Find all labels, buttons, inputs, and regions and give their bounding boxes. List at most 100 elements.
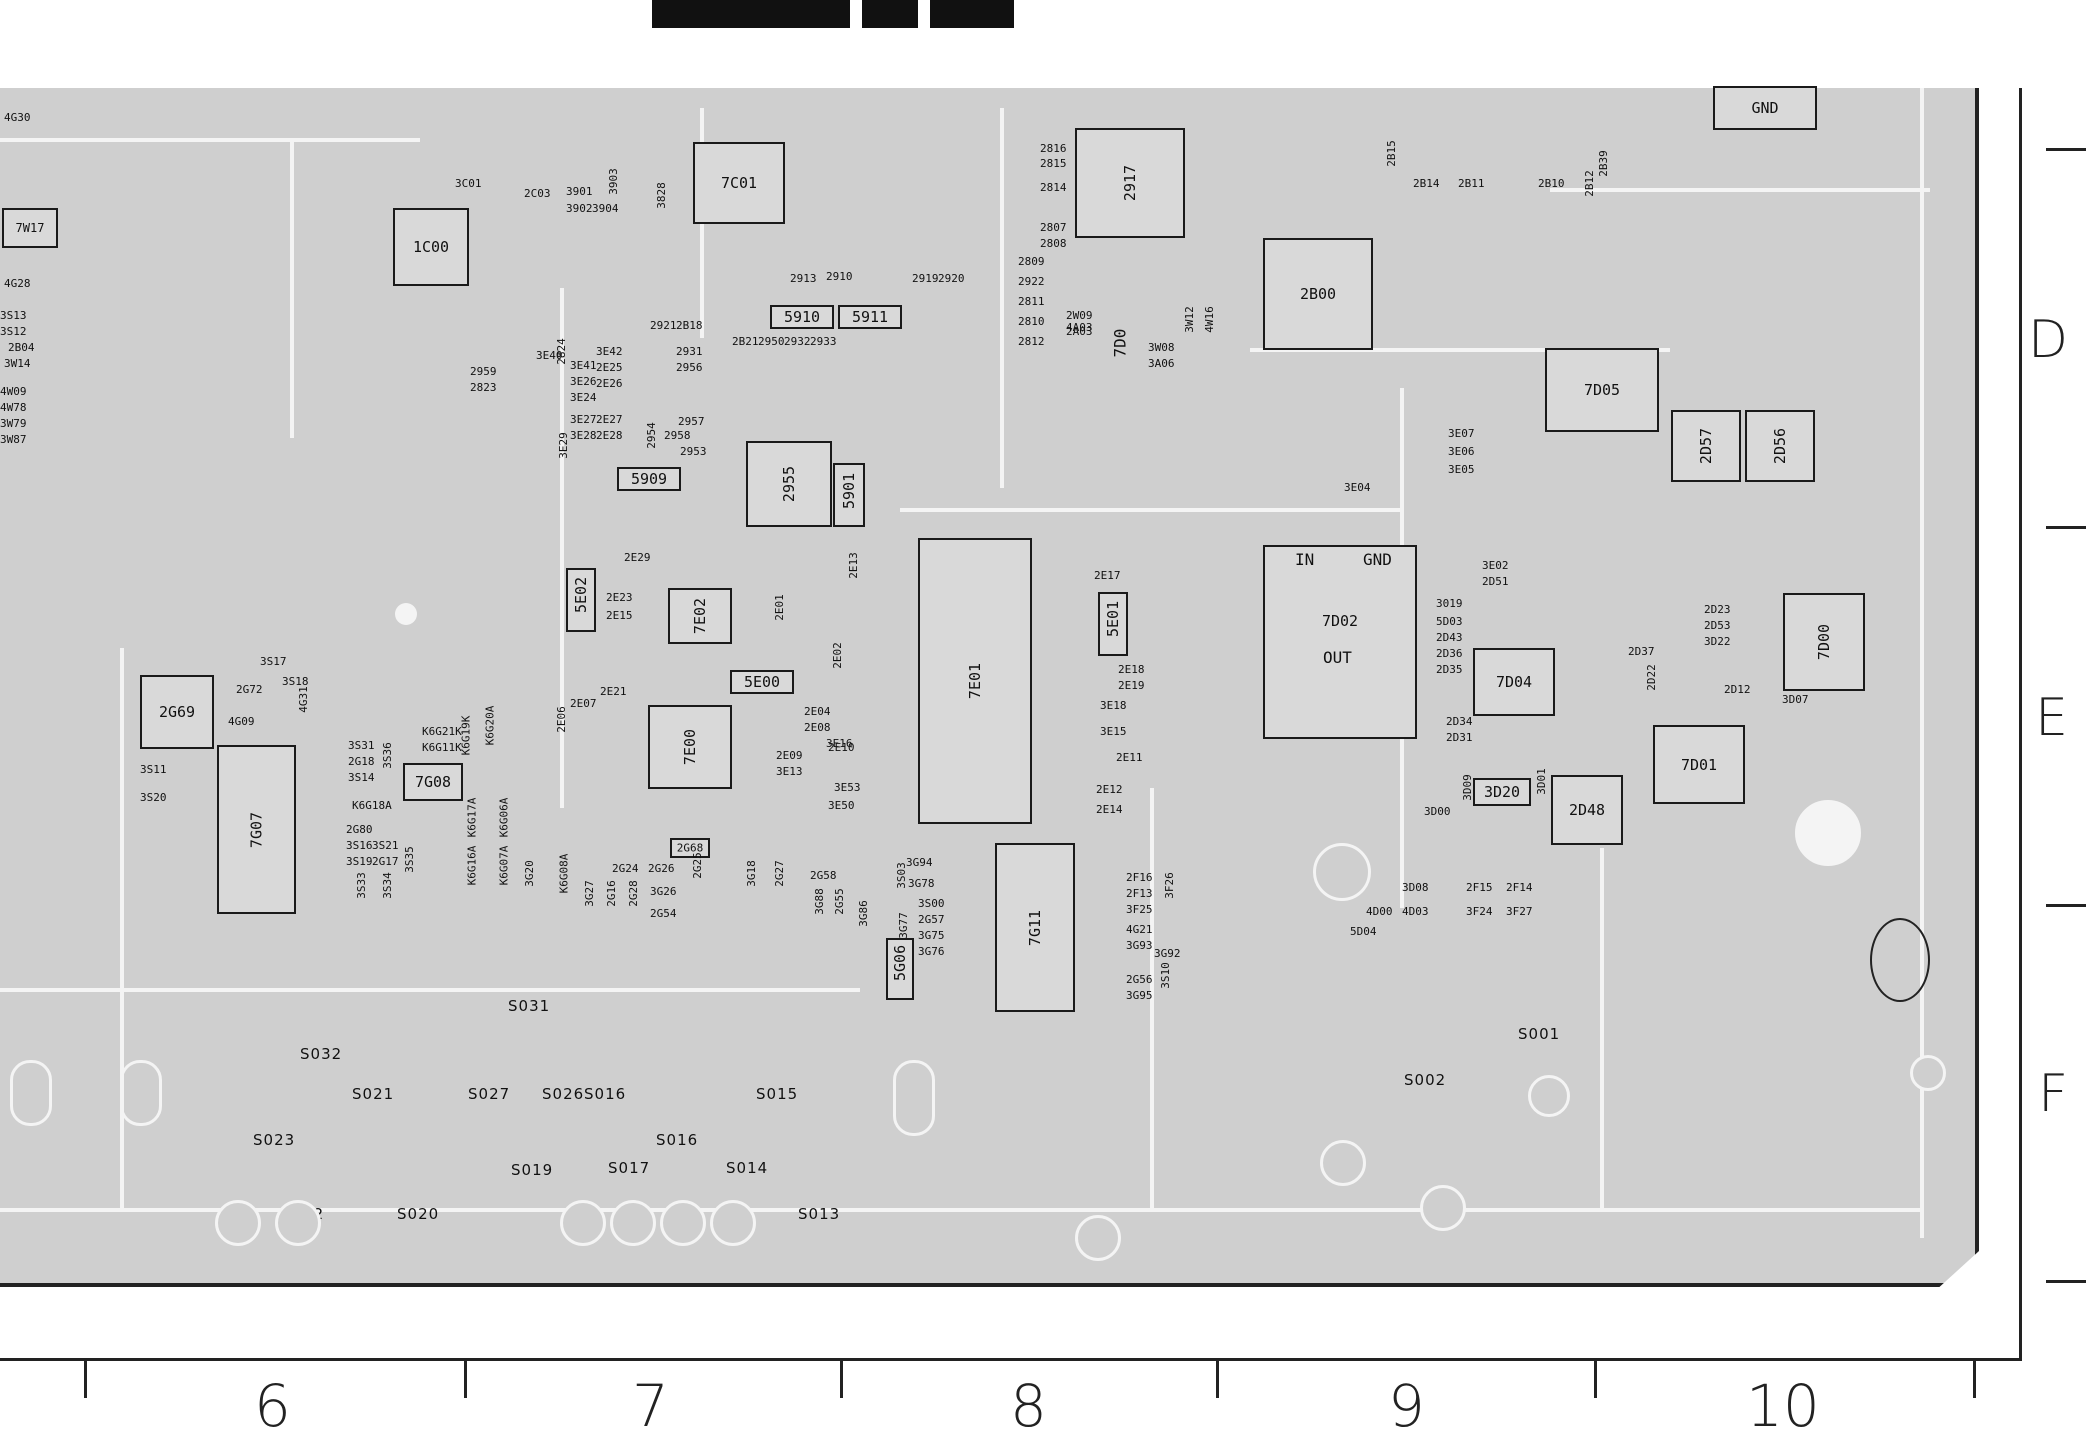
component-GND: GND <box>1713 86 1817 130</box>
ref-label: 3S20 <box>140 791 167 804</box>
ref-label: 2816 <box>1040 142 1067 155</box>
ref-label: 2G27 <box>772 860 786 887</box>
pad <box>1320 1140 1366 1186</box>
ref-label: 4A03 <box>1066 321 1093 334</box>
component-2D48: 2D48 <box>1551 775 1623 845</box>
test-point: S023 <box>253 1131 296 1149</box>
ref-label: 3D22 <box>1704 635 1731 648</box>
ref-label: 2G17 <box>372 855 399 868</box>
pad <box>395 603 417 625</box>
ref-label: 2E15 <box>606 609 633 622</box>
component-7E01: 7E01 <box>918 538 1032 824</box>
component-7D05: 7D05 <box>1545 348 1659 432</box>
ref-label: 3G92 <box>1154 947 1181 960</box>
ref-label: K6G08A <box>557 853 571 894</box>
ref-label: 3S36 <box>380 742 394 769</box>
ref-label: 4G21 <box>1126 923 1153 936</box>
ref-label: 2958 <box>664 429 691 442</box>
ref-label: 3828 <box>654 182 668 209</box>
component-2D57: 2D57 <box>1671 410 1741 482</box>
component-5901: 5901 <box>833 463 865 527</box>
ref-label: 3G95 <box>1126 989 1153 1002</box>
ref-label: 2B14 <box>1413 177 1440 190</box>
trace <box>290 138 294 438</box>
test-point: S031 <box>508 997 551 1015</box>
ref-label: 3E26 <box>570 375 597 388</box>
ref-label: 2B04 <box>8 341 35 354</box>
ref-label: 2G54 <box>650 907 677 920</box>
component-2G69: 2G69 <box>140 675 214 749</box>
ref-label: 2D43 <box>1436 631 1463 644</box>
ref-label: 2E01 <box>772 594 786 621</box>
test-point: S014 <box>726 1159 769 1177</box>
pad <box>660 1200 706 1246</box>
ref-label: 2E06 <box>554 706 568 733</box>
ref-label: 2823 <box>470 381 497 394</box>
component-7W17: 7W17 <box>2 208 58 248</box>
ref-label: K6G17A <box>465 797 479 838</box>
ref-label: 2D34 <box>1446 715 1473 728</box>
ref-label: 3D01 <box>1534 768 1548 795</box>
ref-label: 2959 <box>470 365 497 378</box>
ref-label: 3F26 <box>1162 872 1176 899</box>
component-5E00: 5E00 <box>730 670 794 694</box>
component-3D20: 3D20 <box>1473 778 1531 806</box>
row-label-e: E <box>2035 688 2068 748</box>
ref-label: K6G06A <box>497 797 511 838</box>
row-label-f: F <box>2038 1064 2068 1124</box>
ref-label: 3D08 <box>1402 881 1429 894</box>
frame-bottom <box>0 1358 2022 1361</box>
ref-label: 2E28 <box>596 429 623 442</box>
ref-label: 2E08 <box>804 721 831 734</box>
ref-label: 2956 <box>676 361 703 374</box>
component-7D0: 7D0 <box>1110 328 1130 358</box>
ref-label: K6G18A <box>352 799 392 812</box>
ref-label: 2910 <box>826 270 853 283</box>
ref-label: 2G26 <box>648 862 675 875</box>
ref-label: 2913 <box>790 272 817 285</box>
ref-label: 3E13 <box>776 765 803 778</box>
col-label-8: 8 <box>1010 1372 1047 1440</box>
ref-label: K6G07A <box>497 845 511 886</box>
trace <box>1000 108 1004 488</box>
col-label-6: 6 <box>254 1372 291 1440</box>
ref-label: 2815 <box>1040 157 1067 170</box>
ref-label: 2922 <box>1018 275 1045 288</box>
ref-label: 3D09 <box>1460 774 1474 801</box>
ref-label: 3G75 <box>918 929 945 942</box>
ref-label: 2954 <box>644 422 658 449</box>
component-1C00: 1C00 <box>393 208 469 286</box>
test-point: S032 <box>300 1045 343 1063</box>
component-2G68: 2G68 <box>670 838 710 858</box>
oval-pad <box>893 1060 935 1136</box>
oval-pad <box>120 1060 162 1126</box>
ref-label: 3S12 <box>0 325 27 338</box>
oval-hole <box>1870 918 1930 1002</box>
ref-label: 2E11 <box>1116 751 1143 764</box>
ref-label: 2932 <box>784 335 811 348</box>
trace <box>1920 88 1924 1238</box>
ref-label: 2E21 <box>600 685 627 698</box>
grid-tick <box>1216 1358 1219 1398</box>
ref-label: 3G76 <box>918 945 945 958</box>
ref-label: 2D12 <box>1724 683 1751 696</box>
ref-label: 2919 <box>912 272 939 285</box>
col-label-7: 7 <box>632 1372 669 1440</box>
ref-label: 2G16 <box>604 880 618 907</box>
test-point: S016 <box>656 1131 699 1149</box>
ref-label: 3E53 <box>834 781 861 794</box>
ref-label: 3G27 <box>582 880 596 907</box>
ref-label: 3S18 <box>282 675 309 688</box>
ref-label: 2D37 <box>1628 645 1655 658</box>
test-point: S019 <box>511 1161 554 1179</box>
ref-label: 3E28 <box>570 429 597 442</box>
trace <box>1150 788 1154 1208</box>
ref-label: 2920 <box>938 272 965 285</box>
ref-label: 3S03 <box>894 862 908 889</box>
grid-tick <box>2046 904 2086 907</box>
ref-label: 2D31 <box>1446 731 1473 744</box>
ref-label: 5D03 <box>1436 615 1463 628</box>
ref-label: 2953 <box>680 445 707 458</box>
ref-label: 2D53 <box>1704 619 1731 632</box>
ref-label: 3E18 <box>1100 699 1127 712</box>
